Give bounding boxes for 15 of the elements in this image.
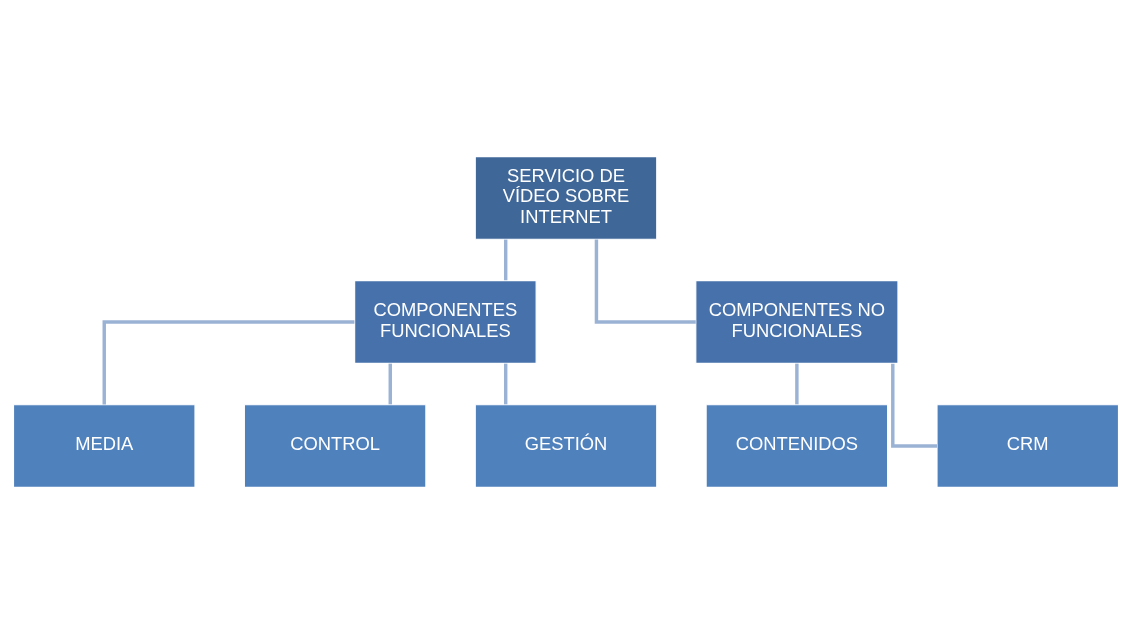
connector [795,363,799,405]
connector [102,320,355,405]
connector [388,363,392,405]
node-box: CONTENIDOS [705,404,889,488]
connector [891,363,937,448]
node-box: CRM [936,404,1120,488]
connector [594,239,696,324]
node-box: SERVICIO DE VÍDEO SOBRE INTERNET [474,156,658,240]
connector [503,363,508,405]
connector [503,239,508,281]
node-box: GESTIÓN [474,404,658,488]
node-box: COMPONENTES FUNCIONALES [354,280,537,364]
node-box: MEDIA [12,404,196,488]
node-box: COMPONENTES NO FUNCIONALES [695,280,899,364]
node-box: CONTROL [243,404,427,488]
